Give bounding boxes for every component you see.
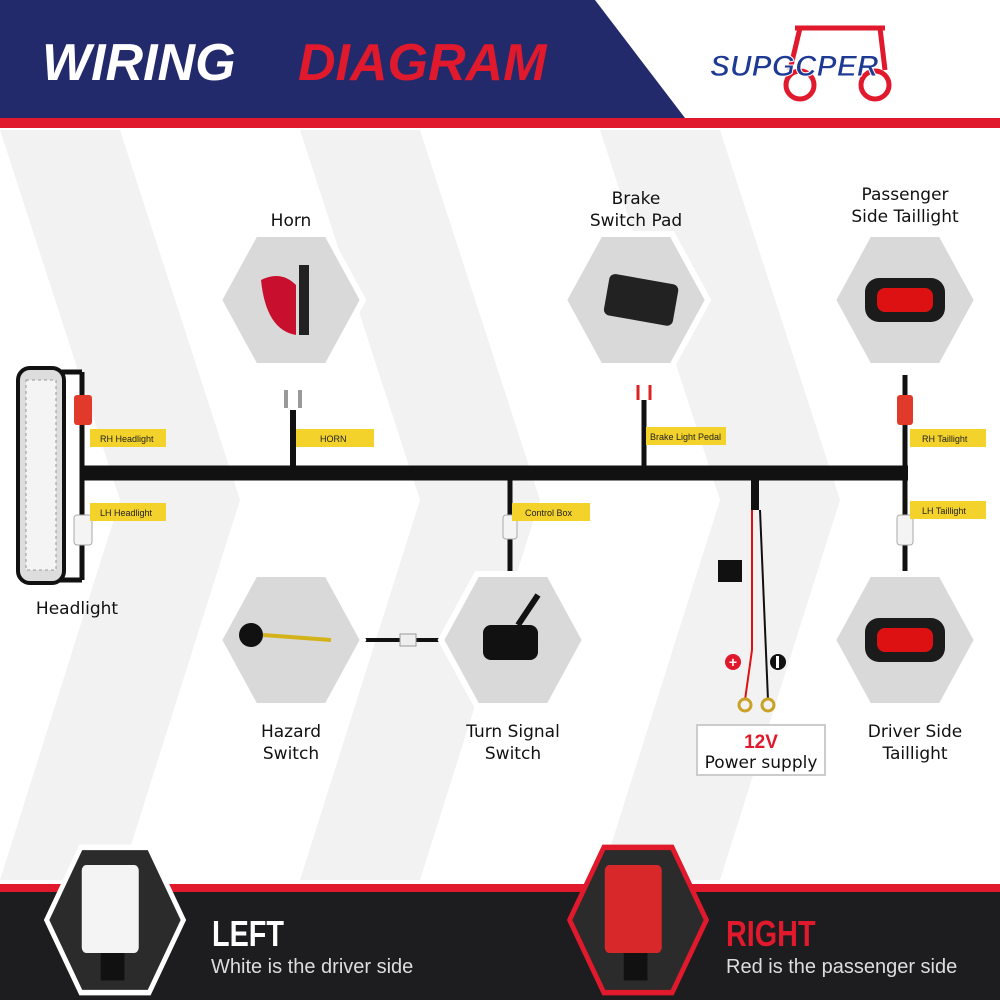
left-title: LEFT <box>212 913 284 954</box>
red-connector-icon <box>604 865 662 953</box>
fuse-holder <box>718 560 742 582</box>
label-passenger-2: Side Taillight <box>851 207 959 227</box>
tag-rh-headlight: RH Headlight <box>100 434 154 444</box>
hazard-switch-tile <box>219 574 363 706</box>
power-voltage: 12V <box>744 732 778 753</box>
white-connector <box>73 514 93 546</box>
right-title: RIGHT <box>726 913 816 954</box>
red-connector <box>74 395 92 425</box>
label-turn-1: Turn Signal <box>465 722 560 742</box>
red-connector-tile <box>570 847 707 992</box>
tags: RH Headlight LH Headlight HORN Brake Lig… <box>90 427 986 521</box>
label-brake-2: Switch Pad <box>590 211 682 231</box>
turn-signal-switch-tile <box>441 574 585 706</box>
title-diagram: DIAGRAM <box>298 34 548 92</box>
positive-icon <box>725 654 741 670</box>
label-headlight: Headlight <box>36 599 118 619</box>
tag-lh-headlight: LH Headlight <box>100 508 153 518</box>
svg-text:+: + <box>729 654 737 670</box>
title-wiring: WIRING <box>42 34 236 92</box>
tag-horn: HORN <box>320 434 347 444</box>
brand-name: SUPGCPER <box>710 50 879 83</box>
white-connector-icon <box>81 865 139 953</box>
label-hazard-1: Hazard <box>261 722 321 742</box>
right-desc: Red is the passenger side <box>726 956 957 978</box>
label-horn: Horn <box>271 211 312 231</box>
white-connector <box>399 633 417 647</box>
brand-logo: SUPGCPER <box>710 25 892 102</box>
header-banner <box>0 0 685 118</box>
brake-pad-tile <box>564 234 708 366</box>
turn-signal-icon <box>483 625 538 660</box>
label-driver-2: Taillight <box>881 744 947 764</box>
tag-control-box: Control Box <box>525 508 573 518</box>
driver-taillight-tile <box>833 574 977 706</box>
brake-pad-icon <box>603 274 679 326</box>
horn-tile <box>219 234 363 366</box>
left-desc: White is the driver side <box>211 956 413 978</box>
headlight-image <box>16 366 66 585</box>
ring-terminal <box>737 697 753 713</box>
footer-legend: LEFT White is the driver side RIGHT Red … <box>0 847 1000 1000</box>
header-stripe <box>0 118 1000 128</box>
power-label: Power supply <box>705 753 818 773</box>
tag-rh-taillight: RH Taillight <box>922 434 968 444</box>
white-connector-tile <box>47 847 184 992</box>
label-driver-1: Driver Side <box>868 722 962 742</box>
passenger-taillight-tile <box>833 234 977 366</box>
tag-lh-taillight: LH Taillight <box>922 506 966 516</box>
white-connector <box>896 514 914 546</box>
horn-icon <box>261 276 296 335</box>
ring-terminal <box>760 697 776 713</box>
hazard-switch-icon <box>239 623 263 647</box>
label-hazard-2: Switch <box>263 744 319 764</box>
connectors: + <box>73 385 914 713</box>
label-brake-1: Brake <box>612 189 661 209</box>
label-passenger-1: Passenger <box>861 185 948 205</box>
header: WIRING DIAGRAM SUPGCPER <box>0 0 1000 128</box>
label-turn-2: Switch <box>485 744 541 764</box>
red-connector <box>897 395 913 425</box>
power-supply-box <box>696 724 826 776</box>
tag-brake-light-pedal: Brake Light Pedal <box>650 432 721 442</box>
